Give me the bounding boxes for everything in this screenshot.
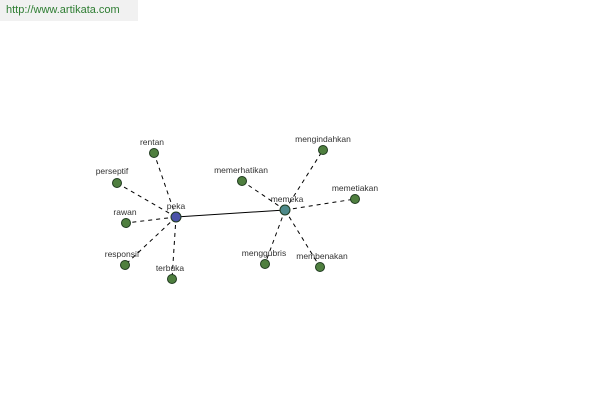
node-label-memetiakan: memetiakan: [332, 183, 379, 193]
edge-memeka-memerhatikan: [241, 180, 286, 211]
edge-peka-responsif: [124, 216, 177, 266]
node-dot-perseptif[interactable]: [112, 178, 122, 188]
node-dot-terbuka[interactable]: [167, 274, 177, 284]
node-label-terbuka: terbuka: [156, 263, 185, 273]
node-dot-rentan[interactable]: [149, 148, 159, 158]
node-label-peka: peka: [167, 201, 186, 211]
node-rentan[interactable]: rentan: [140, 137, 164, 158]
node-memerhatikan[interactable]: memerhatikan: [214, 165, 268, 186]
node-menggubris[interactable]: menggubris: [242, 248, 286, 269]
node-label-memeka: memeka: [271, 194, 304, 204]
edge-peka-perseptif: [116, 182, 177, 218]
node-dot-mengindahkan[interactable]: [318, 145, 328, 155]
node-label-memerhatikan: memerhatikan: [214, 165, 268, 175]
node-peka[interactable]: peka: [167, 201, 186, 223]
edges-layer: [116, 149, 356, 280]
node-dot-menggubris[interactable]: [260, 259, 270, 269]
node-label-responsif: responsif: [105, 249, 140, 259]
node-terbuka[interactable]: terbuka: [156, 263, 185, 284]
node-rawan[interactable]: rawan: [113, 207, 137, 228]
node-perseptif[interactable]: perseptif: [96, 166, 129, 188]
node-label-rawan: rawan: [113, 207, 136, 217]
node-dot-rawan[interactable]: [121, 218, 131, 228]
edge-peka-rawan: [125, 216, 177, 224]
node-memeka[interactable]: memeka: [271, 194, 304, 216]
node-dot-peka[interactable]: [170, 211, 182, 223]
node-dot-memetiakan[interactable]: [350, 194, 360, 204]
node-label-mengindahkan: mengindahkan: [295, 134, 351, 144]
node-dot-membenakan[interactable]: [315, 262, 325, 272]
edge-memeka-memetiakan: [284, 198, 356, 211]
node-label-perseptif: perseptif: [96, 166, 129, 176]
edge-peka-rentan: [153, 152, 177, 218]
source-url-banner[interactable]: http://www.artikata.com: [0, 0, 138, 21]
node-dot-memeka[interactable]: [279, 204, 291, 216]
nodes-layer: peka memeka rentan perseptif rawan responsif t…: [96, 134, 379, 284]
node-label-rentan: rentan: [140, 137, 164, 147]
node-label-membenakan: membenakan: [296, 251, 348, 261]
node-mengindahkan[interactable]: mengindahkan: [295, 134, 351, 155]
edge-peka-terbuka: [171, 216, 177, 280]
edge-memeka-menggubris: [264, 209, 286, 265]
node-dot-responsif[interactable]: [120, 260, 130, 270]
edge-peka-memeka: [175, 209, 286, 218]
node-membenakan[interactable]: membenakan: [296, 251, 348, 272]
node-memetiakan[interactable]: memetiakan: [332, 183, 379, 204]
edge-memeka-mengindahkan: [284, 149, 324, 211]
node-label-menggubris: menggubris: [242, 248, 286, 258]
node-dot-memerhatikan[interactable]: [237, 176, 247, 186]
node-responsif[interactable]: responsif: [105, 249, 140, 270]
edge-memeka-membenakan: [284, 209, 321, 268]
